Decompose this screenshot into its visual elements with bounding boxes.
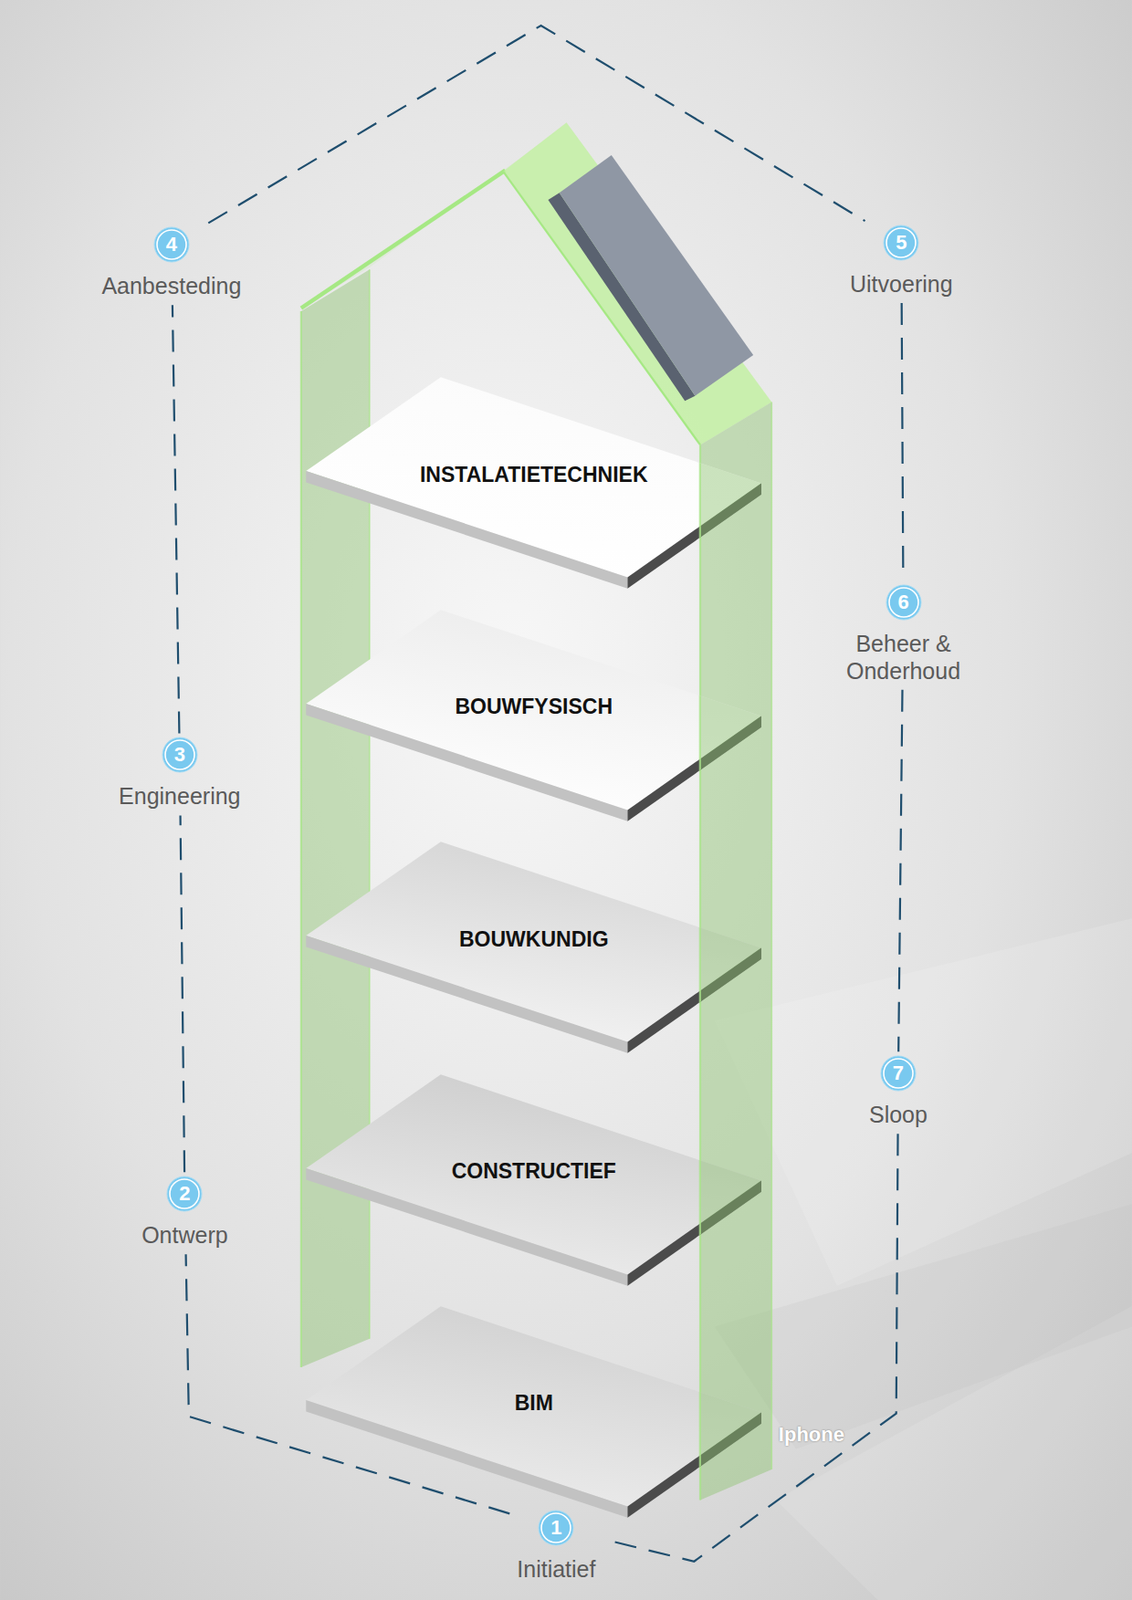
phase-badge: 7 (880, 1055, 917, 1092)
wall-overlay (700, 402, 764, 594)
phase-node: 7Sloop (861, 1051, 935, 1134)
callout-number: 1 (550, 1518, 562, 1539)
phase-node: 2Ontwerp (134, 1172, 235, 1255)
badge-ring (541, 1513, 571, 1543)
lifecycle-connector (898, 690, 902, 1053)
shelf-layer: BOUWKUNDIG (303, 839, 764, 1058)
shelf-edge (305, 935, 628, 1054)
badge-fill (538, 1510, 574, 1546)
layer-name: INSTALATIETECHNIEK (419, 461, 649, 488)
lifecycle-connector (208, 25, 865, 223)
shelf-layer: CONSTRUCTIEF (303, 1072, 764, 1290)
wall-overlay (700, 607, 764, 826)
badge-fill (880, 1056, 916, 1091)
wall-edge (699, 607, 702, 826)
callout-number: 5 (895, 232, 907, 253)
wall-edge (300, 311, 303, 1368)
wall-overlay (700, 1072, 764, 1290)
phase-label: Uitvoering (849, 270, 954, 298)
solar-panel (559, 155, 754, 397)
badge-ring (889, 587, 919, 618)
phase-label: Beheer & Onderhoud (835, 629, 973, 685)
phase-badge: 1 (537, 1509, 575, 1547)
phase-badge: 3 (161, 736, 199, 774)
badge-fill (167, 1176, 202, 1212)
badge-ring (883, 1058, 913, 1089)
lifecycle-connector (901, 303, 904, 581)
shelf-edge (305, 703, 628, 822)
badge-ring (169, 1179, 200, 1209)
phase-label: Sloop (869, 1100, 928, 1129)
left-wall (301, 269, 370, 1368)
wall-edge (770, 401, 773, 1469)
badge-fill (883, 225, 919, 261)
wall-edge (699, 444, 702, 1500)
badge-ring (886, 228, 916, 258)
roof-edge (301, 170, 506, 309)
phase-node: 6Beheer & Onderhoud (828, 580, 980, 691)
shelf-layer: INSTALATIETECHNIEK (303, 375, 764, 593)
callout-number: 3 (174, 744, 186, 766)
watermark-box: Iphone (778, 1423, 845, 1447)
phase-label: Ontwerp (141, 1221, 228, 1249)
badge-fill (162, 737, 198, 773)
callout-number: 2 (178, 1184, 190, 1205)
phase-label: Engineering (118, 782, 241, 810)
layer-name: CONSTRUCTIEF (451, 1158, 617, 1185)
badge-fill (154, 227, 189, 263)
right-wall (700, 401, 772, 1500)
wall-overlay (700, 839, 764, 1058)
phase-label: Aanbesteding (101, 272, 242, 300)
shelf-edge (305, 1168, 628, 1287)
badge-ring (157, 230, 187, 260)
phase-badge: 6 (885, 584, 923, 621)
callout-number: 6 (897, 592, 909, 613)
phase-node: 5Uitvoering (842, 220, 961, 304)
floor-shadow (714, 1204, 1132, 1449)
phase-node: 3Engineering (111, 733, 248, 816)
roof-plane (301, 124, 567, 308)
roof-strip (503, 122, 772, 445)
phase-badge: 2 (166, 1175, 203, 1213)
shelf-edge (305, 1400, 628, 1519)
layer-name: BOUWFYSISCH (455, 693, 614, 720)
watermark: Iphone (778, 1423, 845, 1447)
wall-edge (699, 839, 702, 1058)
layer-name: BIM (514, 1390, 554, 1416)
shelf-layer: BOUWFYSISCH (303, 607, 764, 826)
shelf-layer: BIM (303, 1304, 764, 1522)
wall-edge (699, 375, 702, 593)
lifecycle-connector (172, 304, 179, 734)
callout-number: 7 (892, 1063, 904, 1084)
phase-node: 1Initiatief (509, 1506, 603, 1589)
shelf-edge (305, 471, 628, 590)
lifecycle-connector (180, 815, 186, 1173)
phase-label: Initiatief (516, 1555, 596, 1583)
callout-number: 4 (166, 234, 178, 255)
wall-edge (699, 1072, 702, 1290)
badge-fill (886, 585, 922, 620)
layer-name: BOUWKUNDIG (459, 926, 609, 953)
badge-ring (165, 740, 195, 770)
wall-overlay (700, 1304, 764, 1501)
wall-edge (699, 1304, 702, 1522)
phase-badge: 5 (882, 224, 920, 262)
phase-badge: 4 (153, 226, 190, 263)
phase-node: 4Aanbesteding (94, 222, 249, 305)
